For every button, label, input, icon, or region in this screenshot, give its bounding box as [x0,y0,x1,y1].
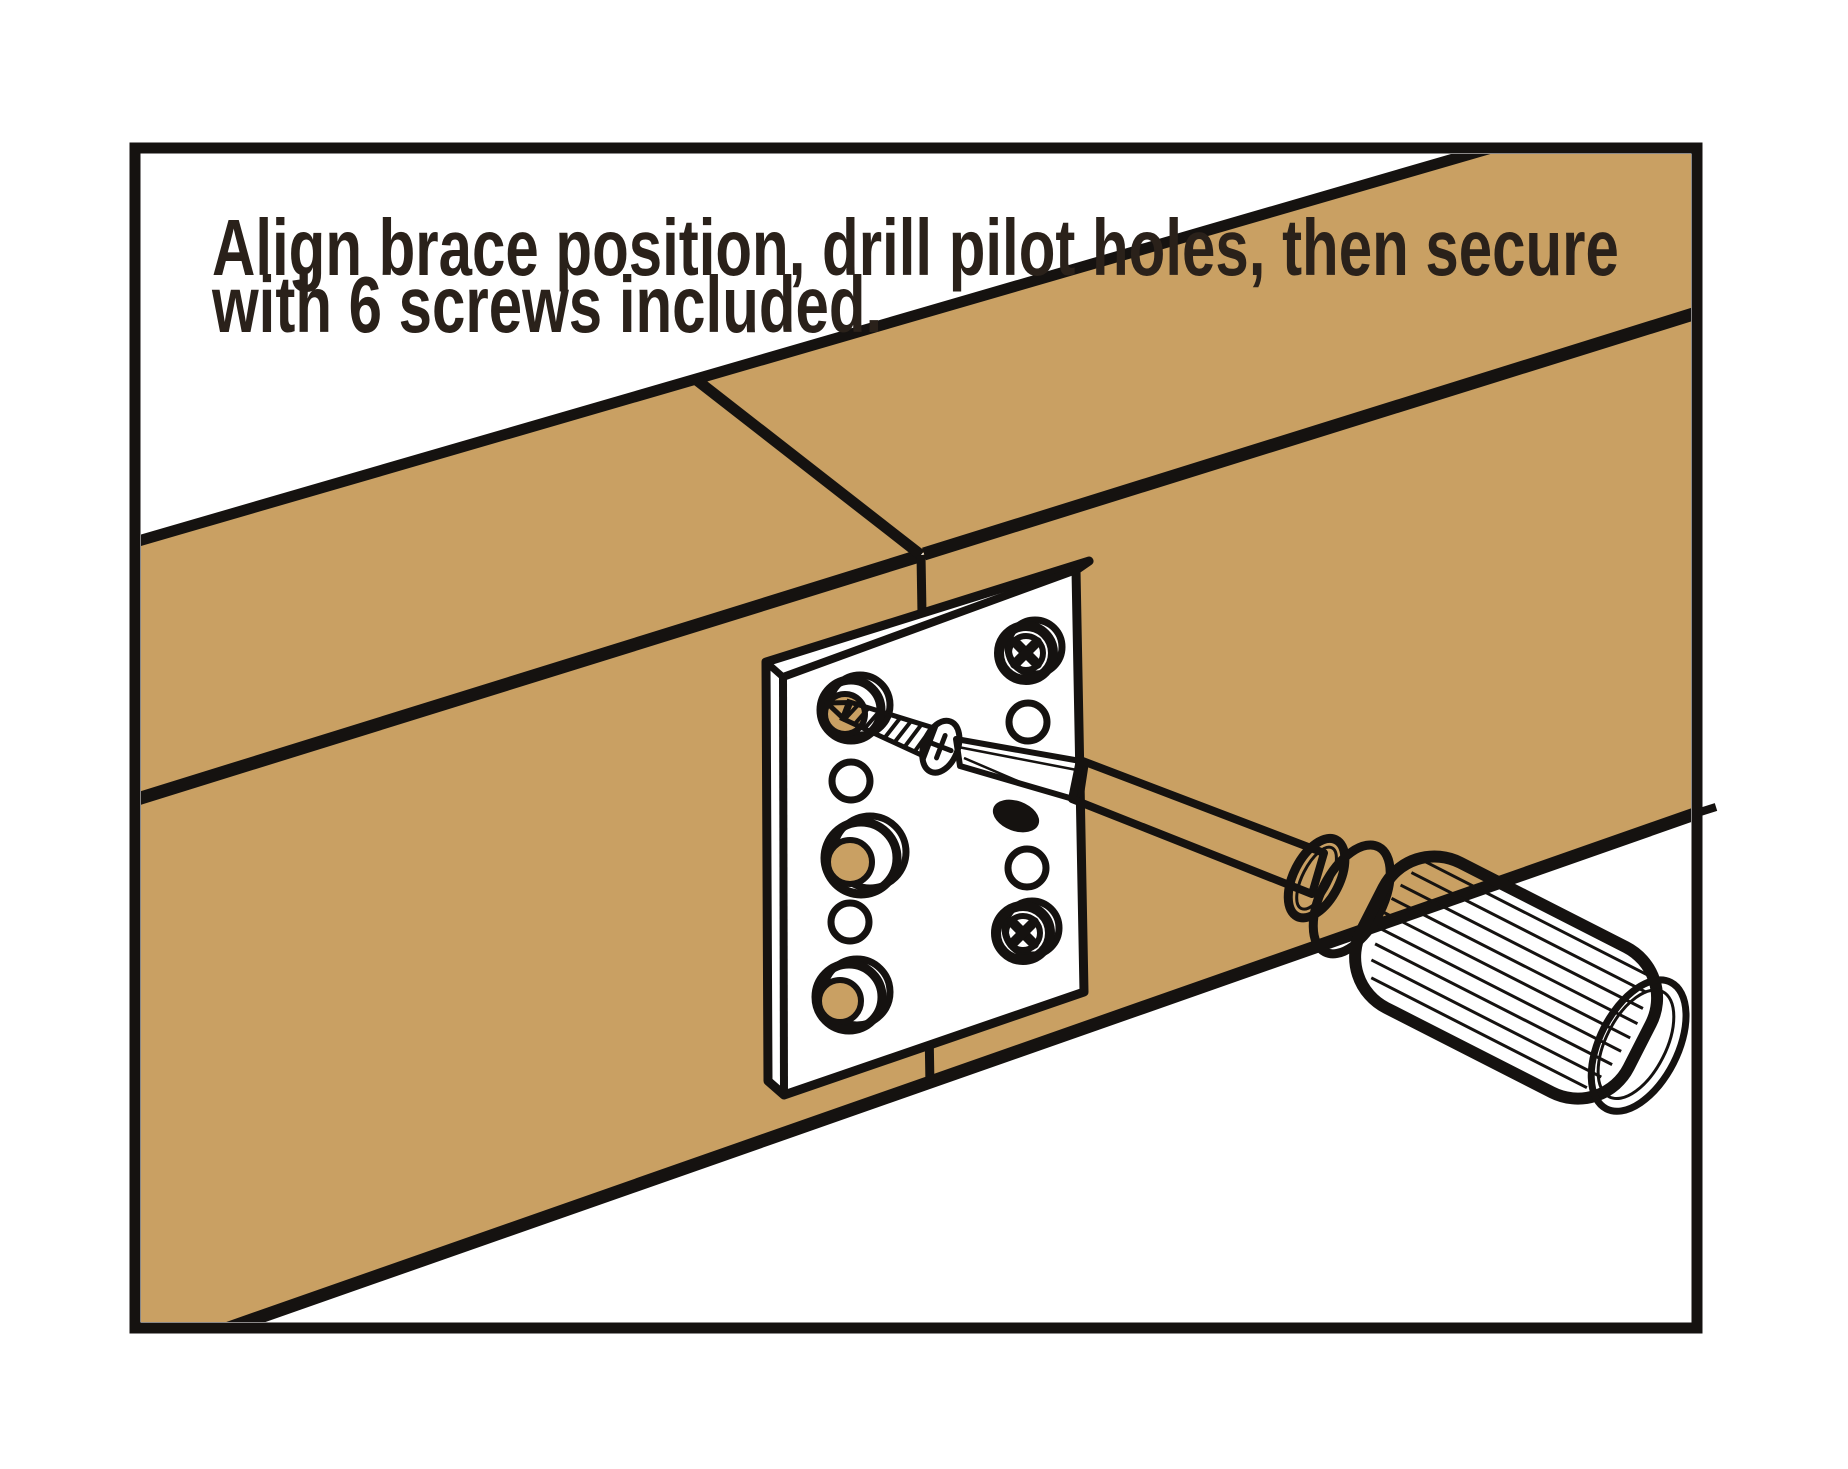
screwdriver-bolster [1308,840,1395,959]
instruction-line-2: with 6 screws included. [212,260,883,349]
phillips-cross-icon [1007,917,1039,949]
brace-plate-front-top-edge [781,566,1078,681]
screw-shadow [992,799,1040,833]
beam-bottom-edge [226,808,1691,1322]
beam-joint-seam-top [690,373,925,560]
screwdriver-handle-group [1283,833,1690,1115]
panel-border [129,142,1703,1334]
screw-head-phillips-icon [928,733,954,761]
brace-plate [761,556,1094,1100]
screwdriver-tip-facet [957,745,1083,773]
screwdriver-handle-ribs [1370,860,1648,1090]
pilot-hole-small [1005,699,1051,745]
screwdriver-shaft [1068,756,1328,898]
pilot-hole-large [811,955,894,1035]
installed-screw [994,616,1066,685]
screwdriver-handle-endcap-line [1596,988,1676,1101]
beam-top-face [141,154,1691,799]
pilot-hole-small [828,758,874,804]
pilot-hole-small [827,899,873,945]
brace-plate-front-left-edge [779,676,788,1096]
beam-bottom-edge-overshoot [1695,803,1718,817]
screwdriver-tip-facet [963,756,1035,790]
screwdriver [953,736,1690,1115]
wood-through-hole [816,977,864,1025]
instruction-text: Align brace position, drill pilot holes,… [212,203,1619,349]
beam-front-top-edge-right [922,307,1691,561]
beam-back-top-edge [141,154,1491,546]
wood-through-hole [825,837,875,887]
pilot-hole-small [1004,845,1050,891]
screwdriver-ferrule [1283,833,1350,923]
screwdriver-handle [1349,850,1664,1105]
beam-front-top-edge-left [141,549,921,805]
screwdriver-handle-endcap [1587,976,1690,1115]
brace-plate-corner-line [763,659,786,680]
phillips-cross-icon [1010,637,1042,669]
installed-screw [991,897,1063,965]
pilot-hole-large [820,812,910,899]
instruction-line-1: Align brace position, drill pilot holes,… [212,203,1619,292]
